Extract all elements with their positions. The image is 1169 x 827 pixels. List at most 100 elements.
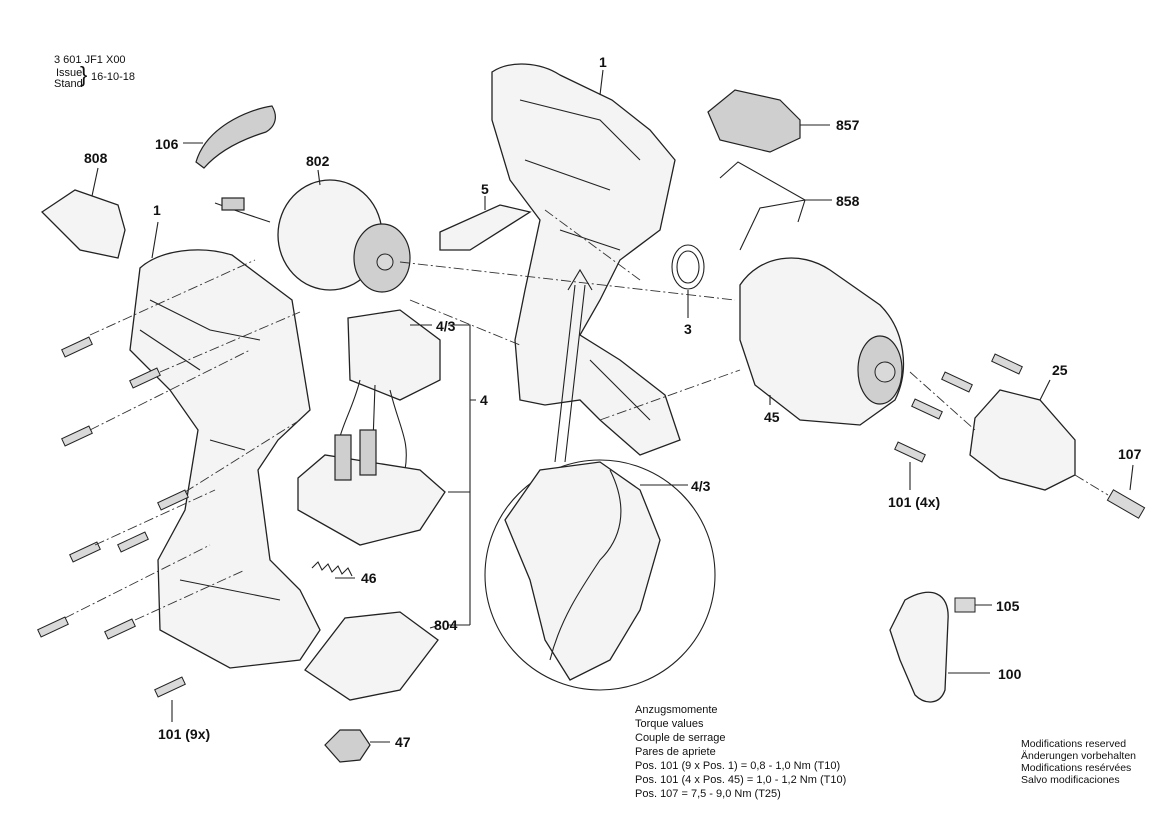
- axis-8: [399, 261, 736, 301]
- part-47-knob: [324, 729, 371, 763]
- bracket-4: [448, 324, 476, 626]
- axis-4: [184, 419, 301, 493]
- modification-line: Änderungen vorbehalten: [1021, 750, 1137, 762]
- capacitor-2: [359, 429, 377, 476]
- modification-line: Modifications reserved: [1021, 738, 1127, 750]
- part-857-switch-cover: [707, 89, 801, 153]
- callout-1-top: 1: [599, 54, 607, 70]
- stand-label: Stand: [54, 78, 83, 90]
- detail-arrow: [554, 268, 593, 463]
- header-brace: }: [80, 62, 88, 87]
- callout-4: 4: [480, 392, 488, 408]
- part-107-screw: [1106, 489, 1146, 519]
- part-3-ring-inner: [676, 250, 700, 284]
- callout-3: 3: [684, 321, 692, 337]
- doc-number: 3 601 JF1 X00: [54, 54, 126, 66]
- screw-101-9x-7: [37, 616, 69, 638]
- part-100-belt-clip: [889, 591, 949, 703]
- part-858-clip: [719, 161, 806, 251]
- torque-notes: Anzugsmomente Torque values Couple de se…: [635, 703, 846, 801]
- gearbox-spindle: [874, 361, 896, 383]
- doc-date: 16-10-18: [91, 71, 136, 83]
- issue-label: Issue: [56, 67, 83, 79]
- leader-25: [1039, 379, 1051, 401]
- callout-5: 5: [481, 181, 489, 197]
- torque-line: Pares de apriete: [635, 746, 716, 758]
- part-1-left-housing: [129, 249, 321, 669]
- callout-106: 106: [155, 136, 179, 152]
- left-housing-details: [139, 299, 281, 601]
- callout-101-4x: 101 (4x): [888, 494, 941, 510]
- callout-47: 47: [395, 734, 411, 750]
- callout-4-3-detail: 4/3: [691, 478, 711, 494]
- capacitor-1: [334, 434, 352, 481]
- torque-line: Anzugsmomente: [635, 704, 718, 716]
- callout-45: 45: [764, 409, 780, 425]
- callout-857: 857: [836, 117, 860, 133]
- leader-1-left: [151, 221, 159, 259]
- screw-101-9x-6: [117, 531, 149, 553]
- callout-808: 808: [84, 150, 108, 166]
- screw-101-9x-8: [104, 618, 136, 640]
- detail-housing: [504, 461, 661, 681]
- callout-100: 100: [998, 666, 1022, 682]
- part-3-ring: [671, 244, 705, 290]
- leader-802: [317, 169, 321, 186]
- part-804-plate: [304, 611, 439, 701]
- part-4-3-switch: [347, 309, 441, 401]
- screw-101-4x-3: [911, 398, 943, 420]
- screw-101-9x-9: [154, 676, 186, 698]
- torque-line: Pos. 101 (9 x Pos. 1) = 0,8 - 1,0 Nm (T1…: [635, 760, 841, 772]
- part-46-spring: [311, 561, 353, 577]
- screw-101-4x-4: [894, 441, 926, 463]
- part-5-cover: [439, 204, 532, 251]
- axis-3: [89, 349, 251, 431]
- callout-105: 105: [996, 598, 1020, 614]
- callout-4-3-upper: 4/3: [436, 318, 456, 334]
- screw-101-9x-3: [61, 425, 93, 447]
- callout-804: 804: [434, 617, 458, 633]
- part-106-badge: [195, 105, 276, 169]
- screw-101-9x-1: [61, 336, 93, 358]
- axis-7: [134, 569, 246, 621]
- callout-46: 46: [361, 570, 377, 586]
- axis-1: [89, 259, 256, 336]
- modification-notes: Modifications reserved Änderungen vorbeh…: [1021, 738, 1136, 786]
- axis-10: [599, 369, 741, 421]
- axis-5: [94, 489, 216, 546]
- axis-9: [409, 299, 521, 346]
- screw-101-4x-1: [991, 353, 1023, 375]
- torque-line: Couple de serrage: [635, 732, 726, 744]
- leader-804: [429, 624, 441, 629]
- right-housing-details: [519, 99, 651, 421]
- callout-1-left: 1: [153, 202, 161, 218]
- modification-line: Modifications resérvées: [1021, 762, 1132, 774]
- motor-shaft: [376, 253, 394, 271]
- axis-13: [544, 209, 641, 281]
- part-105-screw: [954, 597, 976, 613]
- axis-11: [909, 371, 976, 431]
- leader-107: [1129, 464, 1134, 491]
- torque-line: Torque values: [635, 718, 704, 730]
- axis-2: [159, 311, 301, 373]
- screw-101-9x-5: [69, 541, 101, 563]
- callout-101-9x: 101 (9x): [158, 726, 211, 742]
- screw-101-9x-2: [129, 367, 161, 389]
- screw-101-4x-2: [941, 371, 973, 393]
- callout-25: 25: [1052, 362, 1068, 378]
- part-25-chuck: [969, 389, 1076, 491]
- callout-858: 858: [836, 193, 860, 209]
- part-1-right-housing: [491, 63, 681, 456]
- axis-6: [64, 544, 211, 619]
- callout-802: 802: [306, 153, 330, 169]
- torque-line: Pos. 107 = 7,5 - 9,0 Nm (T25): [635, 788, 781, 800]
- screw-101-9x-4: [157, 489, 189, 511]
- part-808-label: [40, 189, 126, 259]
- leader-1-top: [599, 69, 604, 96]
- detail-circle: [484, 459, 716, 691]
- axis-12: [1074, 474, 1109, 496]
- callout-107: 107: [1118, 446, 1142, 462]
- leader-808: [91, 167, 99, 197]
